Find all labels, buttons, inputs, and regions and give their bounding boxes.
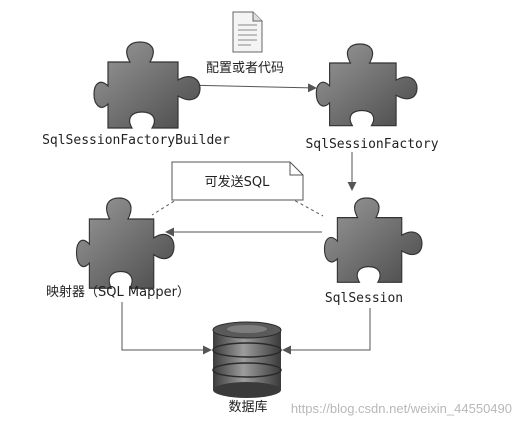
- node-label-mapper: 映射器（SQL Mapper）: [46, 284, 190, 300]
- node-label-session: SqlSession: [325, 291, 403, 306]
- puzzle-piece-icon: [315, 43, 418, 127]
- edge-mapper-to-database: [121, 302, 212, 355]
- puzzle-piece-icon: [323, 197, 423, 283]
- database-cylinder-icon: [212, 321, 282, 398]
- note-label: 可发送SQL: [205, 174, 270, 190]
- watermark: https://blog.csdn.net/weixin_44550490: [291, 401, 512, 416]
- note-callout: 可发送SQL: [151, 161, 324, 217]
- node-label-database: 数据库: [228, 399, 267, 415]
- puzzle-piece-icon: [93, 41, 201, 129]
- puzzle-piece-icon: [75, 197, 175, 289]
- document-icon: [232, 11, 263, 53]
- node-label-builder: SqlSessionFactoryBuilder: [42, 133, 230, 148]
- edge-session-to-database: [282, 308, 371, 355]
- node-label-factory: SqlSessionFactory: [305, 137, 438, 152]
- edge-label-config: 配置或者代码: [206, 61, 284, 76]
- edge-builder-to-factory: [182, 83, 317, 93]
